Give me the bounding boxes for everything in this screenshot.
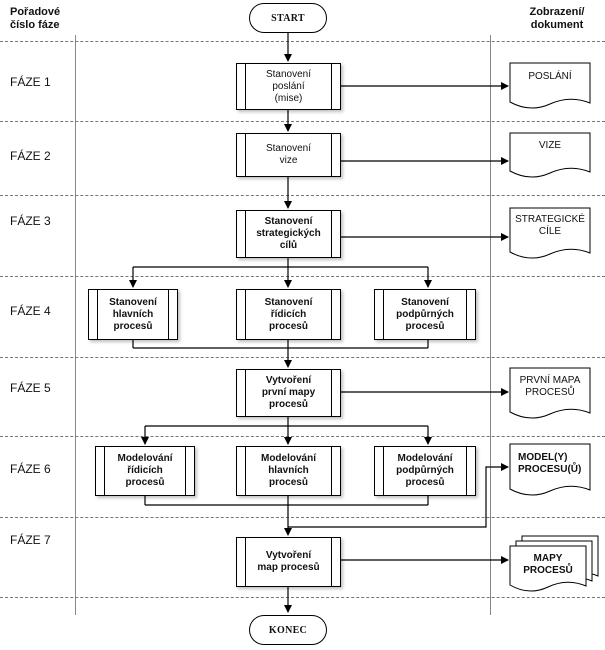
- process-control-processes: Stanovení řídicích procesů: [236, 289, 341, 340]
- document-label: VIZE: [538, 140, 562, 151]
- process-vision: Stanovení vize: [236, 133, 341, 177]
- process-label: Stanovení hlavních procesů: [109, 296, 157, 332]
- process-mission: Stanovení poslání (mise): [236, 63, 341, 110]
- process-label: Modelování řídicích procesů: [117, 453, 173, 488]
- process-model-support: Modelování podpůrných procesů: [374, 446, 476, 496]
- document-shape: [509, 367, 591, 419]
- document-shape: [509, 443, 591, 496]
- phase-label-4: FÁZE 4: [10, 304, 51, 318]
- phase-separator: [0, 357, 605, 358]
- right-column-divider: [490, 35, 491, 615]
- document-shape: [509, 132, 591, 178]
- phase-separator: [0, 195, 605, 196]
- process-label: Modelování hlavních procesů: [260, 453, 316, 488]
- process-create-maps: Vytvoření map procesů: [236, 537, 341, 587]
- phase-label-5: FÁZE 5: [10, 381, 51, 395]
- document-label: MODEL(Y) PROCESU(Ů): [518, 452, 582, 475]
- process-label: Stanovení vize: [265, 143, 312, 166]
- left-column-divider: [75, 35, 76, 615]
- document-shape: [509, 62, 591, 109]
- process-main-processes: Stanovení hlavních procesů: [88, 289, 178, 340]
- process-support-processes: Stanovení podpůrných procesů: [374, 289, 476, 340]
- document-label: POSLÁNÍ: [528, 71, 572, 82]
- document-shape: [509, 207, 591, 259]
- phase-separator: [0, 597, 605, 598]
- process-label: Stanovení podpůrných procesů: [396, 296, 454, 332]
- document-label: MAPY PROCESŮ: [523, 553, 573, 576]
- phase-label-7: FÁZE 7: [10, 533, 51, 547]
- document-mission: POSLÁNÍ: [510, 71, 590, 83]
- phase-label-1: FÁZE 1: [10, 75, 51, 89]
- document-models: MODEL(Y) PROCESU(Ů): [510, 452, 590, 476]
- phase-separator: [0, 41, 605, 42]
- process-label: Vytvoření první mapy procesů: [261, 375, 316, 410]
- document-process-maps: MAPY PROCESŮ: [510, 553, 586, 577]
- phase-separator: [0, 276, 605, 277]
- process-model-main: Modelování hlavních procesů: [236, 446, 341, 496]
- process-first-map: Vytvoření první mapy procesů: [236, 369, 341, 417]
- process-label: Stanovení strategických cílů: [256, 216, 321, 251]
- document-strategic-goals: STRATEGICKÉ CÍLE: [510, 214, 590, 238]
- process-label: Stanovení řídicích procesů: [264, 296, 313, 332]
- document-label: PRVNÍ MAPA PROCESŮ: [519, 375, 581, 398]
- process-model-control: Modelování řídicích procesů: [95, 446, 195, 496]
- phase-separator: [0, 436, 605, 437]
- document-vision: VIZE: [510, 140, 590, 152]
- document-label: STRATEGICKÉ CÍLE: [515, 214, 585, 237]
- phase-separator: [0, 121, 605, 122]
- phase-label-6: FÁZE 6: [10, 462, 51, 476]
- document-first-map: PRVNÍ MAPA PROCESŮ: [510, 375, 590, 399]
- phase-label-2: FÁZE 2: [10, 149, 51, 163]
- header-document: Zobrazení/ dokument: [529, 6, 585, 31]
- process-label: Modelování podpůrných procesů: [396, 453, 454, 488]
- process-label: Vytvoření map procesů: [257, 550, 320, 573]
- start-terminal: START: [249, 3, 327, 33]
- phase-label-3: FÁZE 3: [10, 214, 51, 228]
- process-strategic-goals: Stanovení strategických cílů: [236, 210, 341, 258]
- end-terminal: KONEC: [249, 615, 327, 645]
- phase-separator: [0, 517, 605, 518]
- process-label: Stanovení poslání (mise): [265, 68, 312, 104]
- header-phase-number: Pořadové číslo fáze: [10, 6, 61, 31]
